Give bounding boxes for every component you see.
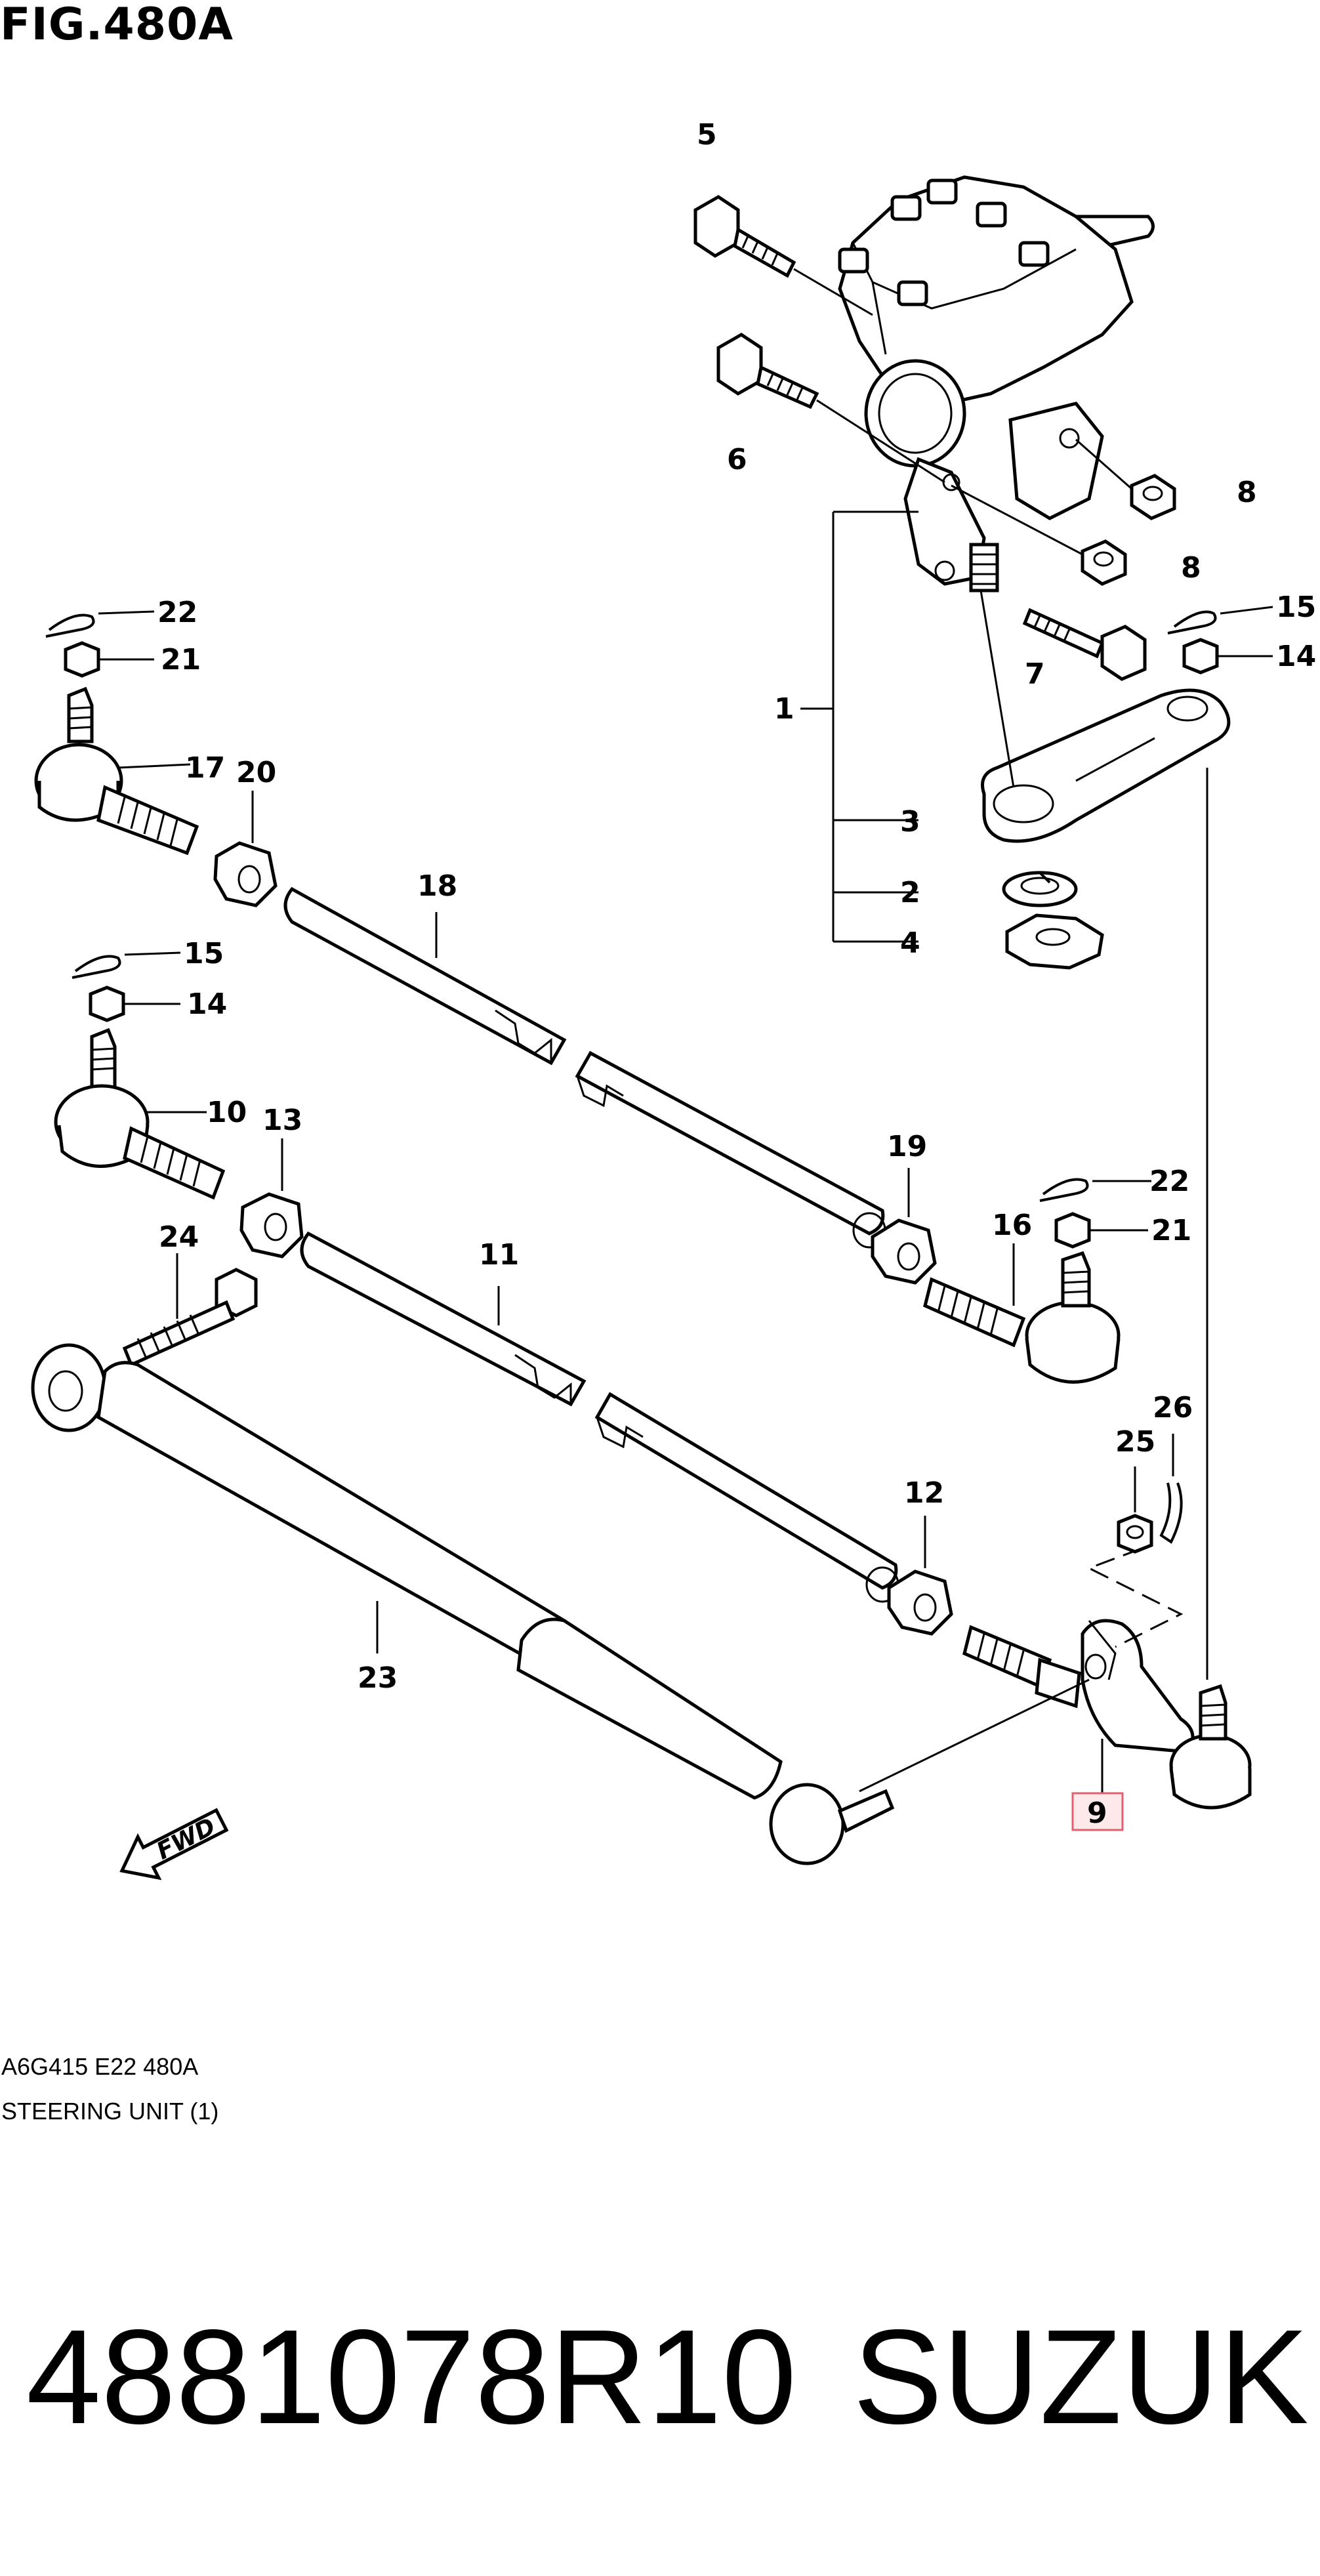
tie-rod-tube-11 — [300, 1231, 899, 1603]
tie-rod-end-17 — [34, 686, 199, 856]
nut-8-lower — [951, 484, 1127, 586]
callout-16: 16 — [992, 1209, 1032, 1242]
callout-2: 2 — [900, 876, 920, 909]
relay-rod-9 — [962, 1619, 1252, 1810]
callout-1: 1 — [774, 692, 794, 726]
callout-labels: 1 2 3 4 5 6 7 8 8 9 10 11 12 13 14 14 15… — [157, 118, 1316, 1830]
callout-20: 20 — [236, 756, 276, 789]
callout-3: 3 — [900, 805, 920, 839]
section-title: STEERING UNIT (1) — [1, 2098, 219, 2125]
steering-gear-box — [838, 175, 1155, 592]
tie-rod-tube-18 — [283, 886, 886, 1249]
bolt-24 — [122, 1253, 258, 1367]
castle-nut-21-lower — [1054, 1212, 1148, 1249]
lock-washer-2 — [1002, 871, 1078, 907]
cotter-pin-22-lower — [1039, 1178, 1151, 1202]
drawing-code: A6G415 E22 480A — [1, 2053, 199, 2080]
callout-18: 18 — [417, 869, 457, 903]
lock-nut-19 — [871, 1168, 937, 1285]
callout-10: 10 — [207, 1096, 247, 1129]
figure-title: FIG.480A — [0, 0, 234, 51]
cover-bolts — [838, 178, 1050, 306]
pitman-arm — [980, 590, 1231, 843]
steering-parts-diagram: FWD 1 2 3 4 5 6 7 8 8 9 10 11 12 13 14 1… — [31, 118, 1316, 1880]
callout-26: 26 — [1153, 1391, 1193, 1424]
nut-8-upper — [1075, 438, 1176, 520]
nut-25 — [1117, 1466, 1153, 1554]
bolt-6 — [716, 333, 945, 484]
lock-nut-12 — [887, 1516, 953, 1636]
castle-nut-14-left — [89, 986, 180, 1022]
cotter-pin-22-upper — [45, 610, 155, 638]
castle-nut-14-right — [1182, 638, 1273, 675]
steering-damper-23 — [31, 1343, 895, 1865]
part-number: 4881078R10 — [26, 2302, 797, 2452]
callout-12: 12 — [904, 1476, 944, 1510]
forward-direction-arrow: FWD — [119, 1808, 229, 1880]
callout-7: 7 — [1025, 657, 1045, 691]
callout-1-bracket — [800, 510, 918, 943]
callout-22-upper: 22 — [157, 596, 197, 629]
callout-13: 13 — [262, 1104, 302, 1137]
callout-8-upper: 8 — [1237, 476, 1257, 509]
callout-23: 23 — [358, 1661, 398, 1695]
callout-8-lower: 8 — [1181, 551, 1201, 585]
callout-14-right: 14 — [1276, 640, 1316, 673]
callout-24: 24 — [159, 1220, 199, 1254]
callout-15-left: 15 — [184, 937, 224, 970]
callout-11: 11 — [479, 1238, 519, 1272]
tie-rod-end-16 — [923, 1243, 1121, 1384]
callout-17: 17 — [185, 751, 225, 785]
callout-25: 25 — [1115, 1425, 1155, 1459]
callout-15-right: 15 — [1276, 591, 1316, 624]
callout-6: 6 — [727, 443, 747, 476]
callout-21-upper: 21 — [161, 643, 201, 676]
cotter-pin-15-right — [1167, 606, 1273, 634]
forward-label: FWD — [153, 1813, 220, 1865]
castle-nut-21-upper — [64, 641, 154, 678]
nut-4 — [1005, 913, 1104, 970]
bolt-7 — [1022, 608, 1147, 681]
brand-name: SUZUKI — [853, 2302, 1320, 2452]
lock-nut-20 — [213, 791, 278, 907]
tie-rod-end-10 — [54, 1028, 226, 1200]
cotter-pin-26 — [1159, 1434, 1183, 1544]
bolt-5 — [693, 195, 873, 316]
assembly-guide-lines — [859, 1547, 1184, 1793]
callout-5: 5 — [697, 118, 717, 152]
callout-22-lower: 22 — [1149, 1165, 1189, 1198]
cotter-pin-15-left — [72, 951, 181, 979]
callout-9: 9 — [1087, 1797, 1107, 1830]
callout-4: 4 — [900, 926, 920, 960]
callout-9-highlight — [1071, 1792, 1124, 1831]
callout-19: 19 — [887, 1130, 927, 1163]
callout-14-left: 14 — [187, 987, 227, 1021]
callout-21-lower: 21 — [1151, 1214, 1191, 1247]
lock-nut-13 — [239, 1138, 304, 1258]
